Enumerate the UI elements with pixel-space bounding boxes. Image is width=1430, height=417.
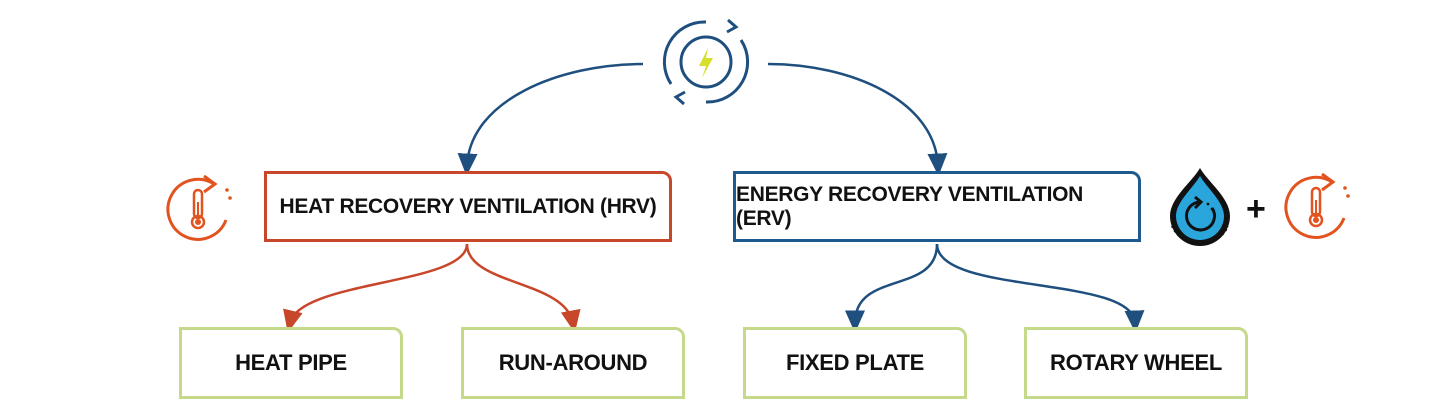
connector-erv-to-fixed-plate [845, 243, 939, 333]
erv-box: ENERGY RECOVERY VENTILATION (ERV) [733, 171, 1141, 242]
hrv-label: HEAT RECOVERY VENTILATION (HRV) [279, 194, 657, 218]
leaf-label: RUN-AROUND [498, 350, 648, 375]
connector-root-to-erv [767, 62, 948, 176]
erv-label: ENERGY RECOVERY VENTILATION (ERV) [736, 182, 1084, 230]
leaf-rotary-wheel: ROTARY WHEEL [1024, 327, 1248, 399]
energy-cycle-icon [662, 18, 750, 106]
leaf-label: HEAT PIPE [235, 350, 347, 375]
connector-hrv-to-run-around [465, 243, 581, 333]
leaf-run-around: RUN-AROUND [461, 327, 685, 399]
leaf-label: ROTARY WHEEL [1050, 350, 1222, 375]
water-drop-cycle-icon [1170, 168, 1230, 246]
connector-erv-to-rotary-wheel [935, 243, 1145, 333]
hrv-box: HEAT RECOVERY VENTILATION (HRV) [264, 171, 672, 242]
leaf-label: FIXED PLATE [785, 350, 925, 375]
plus-sign: + [1246, 190, 1266, 228]
connector-root-to-hrv [457, 62, 644, 176]
thermometer-cycle-icon [166, 174, 232, 241]
thermometer-cycle-icon-erv [1284, 172, 1350, 239]
leaf-heat-pipe: HEAT PIPE [179, 327, 403, 399]
connector-hrv-to-heat-pipe [283, 243, 469, 333]
leaf-fixed-plate: FIXED PLATE [743, 327, 967, 399]
